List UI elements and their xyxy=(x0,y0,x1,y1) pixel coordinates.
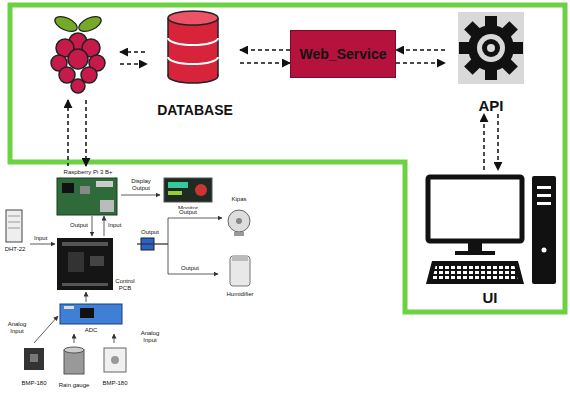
signal-arrow xyxy=(86,292,87,302)
dashed-link xyxy=(68,52,147,166)
dashed-arrow xyxy=(483,114,485,170)
part-caption: Rain gauge xyxy=(59,382,90,389)
dashed-arrow xyxy=(497,114,499,170)
dashed-arrow xyxy=(396,49,445,51)
signal-arrow xyxy=(34,316,58,343)
edge-label: Analog Input xyxy=(2,321,32,335)
dashed-arrow xyxy=(240,62,290,64)
node-label: API xyxy=(478,97,503,114)
component-node: DATABASE xyxy=(150,10,240,118)
dashed-arrow xyxy=(396,62,445,64)
system-boundary xyxy=(10,5,565,312)
component-node: UI xyxy=(420,170,560,306)
signal-arrow xyxy=(114,334,115,343)
signal-arrow xyxy=(104,216,105,236)
component-node: Kipas xyxy=(222,196,256,238)
computer-icon xyxy=(426,176,556,284)
signal-arrow xyxy=(74,334,75,343)
part-caption: Raspberry Pi 3 B+ xyxy=(64,169,113,176)
component-node: Rain gauge xyxy=(57,343,92,389)
edge-label: Output xyxy=(69,222,89,229)
component-node: Humidifier xyxy=(218,252,262,298)
component-node: Raspberry Pi 3 B+ xyxy=(55,169,121,216)
component-node: Monitor xyxy=(160,176,216,212)
edge-label: Display Output xyxy=(122,178,160,192)
edge-label: Output xyxy=(178,209,198,216)
signal-arrow xyxy=(30,244,55,245)
signal-arrow xyxy=(137,244,218,274)
node-label: DATABASE xyxy=(157,102,233,118)
database-icon xyxy=(168,11,218,83)
component-node: BMP-180 xyxy=(98,343,132,387)
part-caption: Humidifier xyxy=(226,291,253,298)
part-caption: Control PCB xyxy=(113,278,137,292)
edge-label: Input xyxy=(33,235,48,242)
hardware-photos xyxy=(6,178,250,374)
edge-label: Output xyxy=(180,265,200,272)
part-caption: ADC xyxy=(85,327,98,334)
part-caption: BMP-180 xyxy=(102,380,127,387)
raspberry-logo xyxy=(51,13,105,93)
component-node: ADC xyxy=(58,302,124,334)
component-node: Control PCB xyxy=(55,236,137,292)
component-node: DHT-22 xyxy=(0,207,30,253)
part-caption: Kipas xyxy=(231,196,246,203)
edge-label: Analog Input xyxy=(134,330,166,344)
dashed-arrow xyxy=(240,49,290,51)
part-caption: BMP-180 xyxy=(21,380,46,387)
signal-label: Output xyxy=(140,229,160,236)
signal-arrow xyxy=(137,218,222,244)
signal-arrow xyxy=(121,195,160,196)
component-node: BMP-180 xyxy=(18,343,50,387)
node-label: Web_Service xyxy=(300,46,387,62)
part-caption: DHT-22 xyxy=(5,246,26,253)
signal-arrow xyxy=(92,216,93,236)
edge-label: Input xyxy=(107,222,122,229)
service-box: Web_Service xyxy=(290,30,396,78)
gear-icon xyxy=(458,12,524,84)
node-label: UI xyxy=(483,289,498,306)
component-node: API xyxy=(445,10,537,114)
